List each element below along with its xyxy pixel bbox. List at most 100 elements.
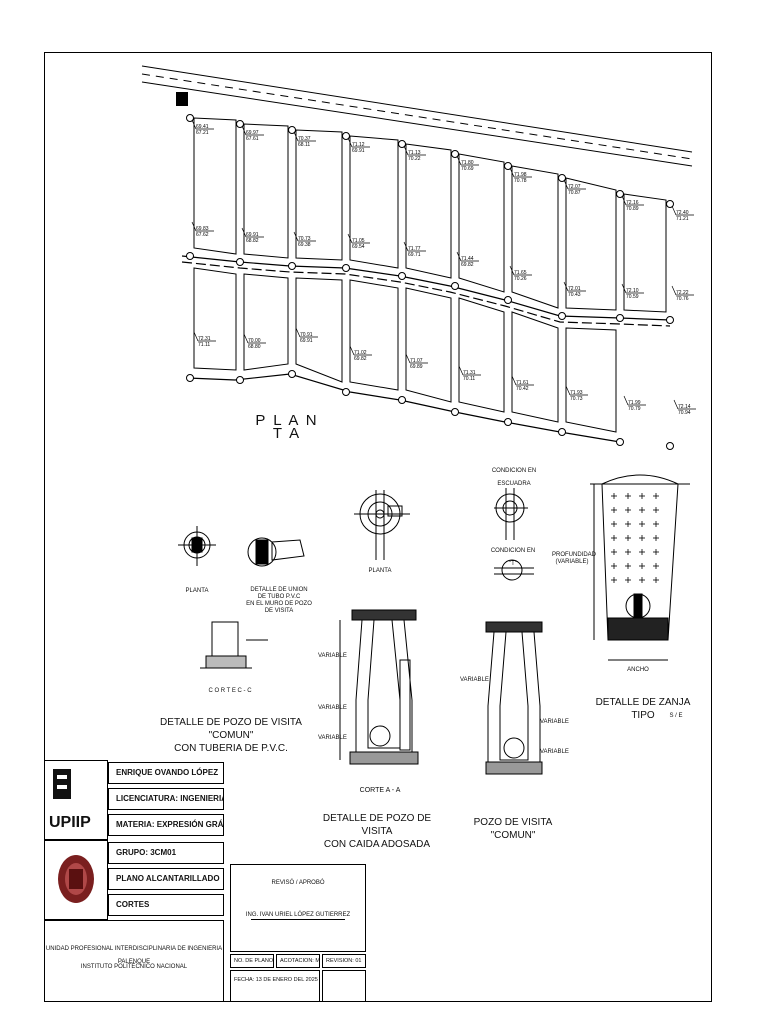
svg-text:70.59: 70.59 (626, 294, 639, 300)
manhole-symbol (666, 200, 674, 208)
pvc-detail-title: DETALLE DE POZO DE VISITA "COMUN" CON TU… (146, 716, 316, 755)
svg-text:71.31: 71.31 (463, 370, 476, 376)
fill-cross (611, 577, 617, 583)
manhole-symbol (342, 264, 350, 272)
leader-line (405, 353, 411, 364)
fill-cross (639, 549, 645, 555)
variable-label-1: VARIABLE (318, 653, 347, 659)
leader-line (241, 125, 247, 136)
review-label: REVISÓ / APROBÓ (271, 880, 325, 886)
drop-detail-title-line1: DETALLE DE POZO DE VISITA (322, 813, 432, 837)
school-name: UNIDAD PROFESIONAL INTERDISCIPLINARIA DE… (45, 946, 223, 965)
review-box: REVISÓ / APROBÓ ING. IVAN URIEL LÓPEZ GU… (230, 864, 366, 952)
section-cc (200, 621, 268, 669)
svg-text:69.82: 69.82 (461, 262, 474, 268)
manhole-symbol (288, 126, 296, 134)
subject-field: MATERIA: EXPRESIÓN GRÁFICA II (108, 814, 224, 836)
variable-label-2: VARIABLE (318, 705, 347, 711)
trench-detail (590, 474, 690, 661)
manhole-symbol (451, 408, 459, 416)
drop-manhole-section (339, 609, 419, 765)
profundidad-line1: PROFUNDIDAD (552, 552, 597, 558)
svg-text:71.21: 71.21 (676, 216, 689, 222)
leader-line (193, 331, 199, 342)
svg-text:69.89: 69.89 (410, 364, 423, 370)
block-outline (349, 135, 399, 269)
leader-line (621, 195, 627, 206)
svg-text:69.91: 69.91 (246, 232, 259, 238)
manhole-symbol (616, 438, 624, 446)
fill-cross (653, 493, 659, 499)
svg-text:72.01: 72.01 (568, 286, 581, 292)
leader-line (458, 365, 464, 376)
common-manhole-title: POZO DE VISITA "COMUN" (468, 816, 558, 842)
corte-aa-label: CORTE A - A (359, 787, 401, 794)
svg-text:70.69: 70.69 (461, 166, 474, 172)
manhole-symbol (398, 396, 406, 404)
union-note-line2: EN EL MURO DE POZO DE VISITA (246, 601, 312, 614)
svg-text:71.98: 71.98 (514, 172, 527, 178)
variable-label-5: VARIABLE (540, 719, 569, 725)
svg-text:69.97: 69.97 (246, 130, 259, 136)
manhole-symbol (398, 272, 406, 280)
fill-cross (625, 521, 631, 527)
date-field: FECHA: 13 DE ENERO DEL 2025 (230, 970, 320, 1002)
cortes-field: CORTES (108, 894, 224, 916)
manhole-symbol (342, 132, 350, 140)
leader-line (671, 285, 677, 296)
fill-cross (639, 493, 645, 499)
variable-label-6: VARIABLE (540, 749, 569, 755)
trench-title: DETALLE DE ZANJA TIPO (595, 697, 691, 721)
manhole-symbol (558, 428, 566, 436)
condition-plans (494, 488, 534, 581)
fill-cross (639, 563, 645, 569)
fill-cross (625, 577, 631, 583)
svg-text:72.10: 72.10 (626, 288, 639, 294)
fill-cross (611, 535, 617, 541)
manhole-symbol (236, 120, 244, 128)
drawing-sheet (44, 52, 712, 1002)
variable-label-4: VARIABLE (460, 677, 489, 683)
manhole-symbol (288, 370, 296, 378)
logo-box: UPIIP (44, 760, 108, 840)
svg-text:67.61: 67.61 (246, 136, 259, 142)
svg-text:70.91: 70.91 (300, 332, 313, 338)
svg-text:71.80: 71.80 (461, 160, 474, 166)
svg-text:69.82: 69.82 (354, 356, 367, 362)
leader-line (565, 385, 571, 396)
leader-line (347, 137, 353, 148)
svg-text:70.11: 70.11 (463, 376, 475, 382)
svg-text:71.99: 71.99 (628, 400, 641, 406)
leader-line (456, 251, 462, 262)
svg-text:72.16: 72.16 (626, 200, 639, 206)
manhole-symbol (504, 162, 512, 170)
drop-planta-label: PLANTA (368, 568, 392, 574)
svg-text:72.14: 72.14 (678, 404, 691, 410)
drop-detail-title: DETALLE DE POZO DE VISITA CON CAIDA ADOS… (312, 812, 442, 851)
svg-text:71.11: 71.11 (198, 342, 210, 348)
union-note-line1: DETALLE DE UNION DE TUBO P.V.C (250, 587, 308, 600)
block-outline (623, 193, 667, 313)
leader-line (243, 333, 249, 344)
block-outline (405, 143, 452, 279)
block-outline (349, 279, 399, 391)
svg-text:71.13: 71.13 (408, 150, 421, 156)
svg-text:70.73: 70.73 (298, 236, 311, 242)
leader-line (403, 145, 409, 156)
fill-cross (653, 507, 659, 513)
upiip-logo: UPIIP (49, 769, 91, 831)
